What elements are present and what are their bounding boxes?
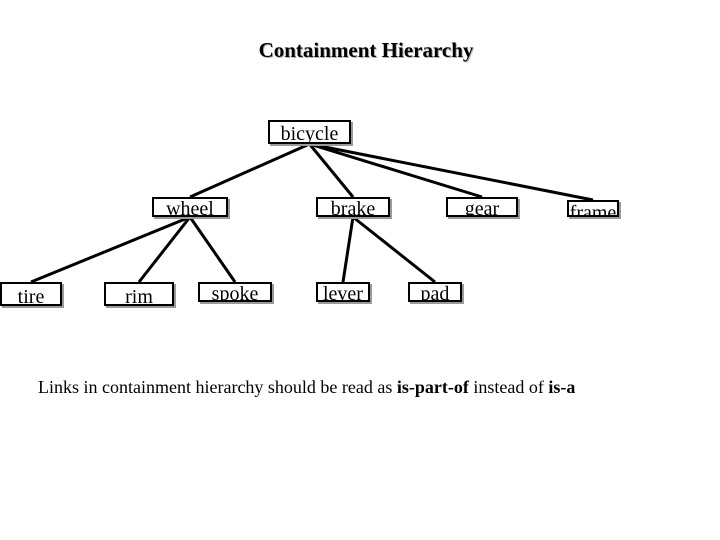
node-lever-label: lever (323, 283, 363, 302)
node-wheel: wheel (152, 197, 228, 217)
node-bicycle-label: bicycle (280, 123, 339, 144)
caption-bold-is-a: is-a (548, 377, 576, 397)
edge-wheel-spoke (188, 216, 237, 283)
edge-bicycle-wheel (189, 142, 311, 199)
node-wheel-label: wheel (166, 198, 214, 217)
node-spoke-label: spoke (211, 283, 259, 302)
node-brake: brake (316, 197, 390, 217)
node-rim-label: rim (125, 286, 153, 306)
node-brake-label: brake (330, 198, 376, 217)
edge-wheel-rim (137, 216, 192, 283)
node-gear-label: gear (464, 198, 500, 217)
edge-brake-pad (352, 215, 436, 284)
node-frame-label: frame (569, 202, 617, 217)
node-rim: rim (104, 282, 174, 306)
diagram-title: Containment Hierarchy (258, 38, 474, 62)
node-pad: pad (408, 282, 462, 302)
node-tire: tire (0, 282, 62, 306)
edge-bicycle-gear (309, 142, 483, 199)
node-frame: frame (567, 200, 619, 217)
caption-bold-is-part-of: is-part-of (396, 377, 469, 397)
edge-bicycle-brake (308, 143, 355, 198)
caption: Links in containment hierarchy should be… (38, 377, 575, 398)
node-spoke: spoke (198, 282, 272, 302)
caption-text-2: instead of (468, 377, 549, 397)
edge-bicycle-frame (309, 142, 594, 202)
node-gear: gear (446, 197, 518, 217)
caption-text-1: Links in containment hierarchy should be… (38, 377, 397, 397)
edge-brake-lever (341, 216, 355, 283)
node-pad-label: pad (420, 283, 450, 302)
edge-wheel-tire (30, 215, 191, 284)
node-bicycle: bicycle (268, 120, 351, 144)
node-tire-label: tire (17, 286, 45, 306)
node-lever: lever (316, 282, 370, 302)
